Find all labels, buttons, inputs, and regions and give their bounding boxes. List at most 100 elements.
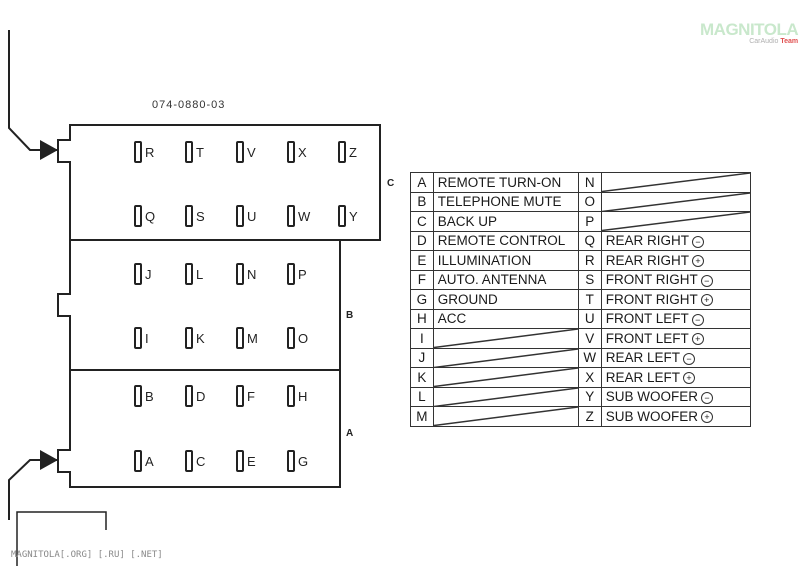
pin-label: W: [298, 208, 311, 224]
pin-e: E: [236, 450, 256, 472]
pin-c: C: [185, 450, 205, 472]
bottom-wire: [8, 459, 58, 520]
pin-slot: [287, 385, 295, 407]
pin-slot: [236, 263, 244, 285]
bottom-lead: [16, 511, 107, 566]
pin-function-left: REMOTE TURN-ON: [432, 172, 579, 193]
pin-letter-right: X: [577, 367, 602, 388]
pin-s: S: [185, 205, 205, 227]
pin-function-right-text: FRONT RIGHT: [605, 291, 698, 307]
connector-c-label: C: [387, 178, 395, 189]
pin-label: L: [196, 266, 204, 282]
pin-o: O: [287, 327, 308, 349]
part-number: 074-0880-03: [152, 99, 226, 111]
bottom-arrow-head: [40, 450, 58, 470]
pin-letter-left: I: [410, 328, 434, 349]
pin-b: B: [134, 385, 154, 407]
pin-letter-right: V: [577, 328, 602, 349]
pin-j: J: [134, 263, 152, 285]
pin-function-right-text: FRONT RIGHT: [605, 272, 698, 288]
pin-label: D: [196, 388, 206, 404]
pin-label: E: [247, 453, 256, 469]
connector-c-body: [57, 124, 381, 241]
pin-p: P: [287, 263, 307, 285]
footer-watermark: MAGNITOLA[.ORG] [.RU] [.NET]: [11, 550, 163, 560]
pin-z: Z: [338, 141, 357, 163]
pin-label: V: [247, 144, 256, 160]
pin-v: V: [236, 141, 256, 163]
negative-polarity-icon: −: [700, 274, 713, 287]
pin-u: U: [236, 205, 256, 227]
pin-letter-right: Y: [577, 386, 602, 407]
pin-function-left: [432, 367, 579, 388]
logo-sub-prefix: CarAudio: [749, 38, 781, 45]
pin-slot: [236, 327, 244, 349]
pin-function-right-text: REAR LEFT: [605, 350, 680, 366]
pin-letter-left: A: [410, 172, 434, 193]
pin-label: H: [298, 388, 308, 404]
positive-polarity-icon: +: [700, 411, 713, 424]
negative-polarity-icon: −: [691, 235, 704, 248]
pin-r: R: [134, 141, 154, 163]
pin-label: U: [247, 208, 257, 224]
positive-polarity-icon: +: [691, 333, 704, 346]
pin-g: G: [287, 450, 308, 472]
pin-label: O: [298, 330, 309, 346]
pin-t: T: [185, 141, 204, 163]
pin-letter-right: N: [577, 172, 602, 193]
logo-main: MAGNITOLA: [700, 20, 799, 39]
logo-sub-accent: Team: [780, 38, 799, 45]
pin-function-left: ILLUMINATION: [432, 250, 579, 271]
pin-label: J: [145, 266, 152, 282]
pin-slot: [134, 263, 142, 285]
pin-slot: [185, 327, 193, 349]
pin-slot: [236, 450, 244, 472]
pin-function-right: FRONT RIGHT+: [600, 289, 752, 310]
pin-q: Q: [134, 205, 155, 227]
pin-function-right-text: SUB WOOFER: [605, 389, 698, 405]
connector-a-label: A: [346, 428, 354, 439]
pin-function-right: REAR LEFT+: [600, 367, 752, 388]
pin-letter-right: S: [577, 269, 602, 290]
pin-letter-right: T: [577, 289, 602, 310]
pin-function-right: REAR LEFT−: [600, 347, 752, 368]
pin-label: M: [247, 330, 258, 346]
pin-letter-left: G: [410, 289, 434, 310]
pin-label: Z: [349, 144, 357, 160]
pin-slot: [134, 141, 142, 163]
pin-function-right-text: REAR LEFT: [605, 369, 680, 385]
pin-label: B: [145, 388, 154, 404]
pin-slot: [185, 385, 193, 407]
pin-f: F: [236, 385, 255, 407]
pin-slot: [287, 327, 295, 349]
pin-function-right: REAR RIGHT−: [600, 230, 752, 251]
pin-label: P: [298, 266, 307, 282]
pin-l: L: [185, 263, 203, 285]
top-arrow-head: [40, 140, 58, 160]
pin-function-left: TELEPHONE MUTE: [432, 191, 579, 212]
pin-letter-right: U: [577, 308, 602, 329]
connector-a-body: [57, 369, 341, 488]
pin-k: K: [185, 327, 205, 349]
pin-letter-left: H: [410, 308, 434, 329]
pin-function-left: [432, 347, 579, 368]
pin-function-left: [432, 328, 579, 349]
pin-function-right-text: REAR RIGHT: [605, 233, 689, 249]
negative-polarity-icon: −: [691, 313, 704, 326]
pin-label: G: [298, 453, 309, 469]
pin-slot: [134, 450, 142, 472]
pin-letter-left: M: [410, 406, 434, 427]
pin-label: N: [247, 266, 257, 282]
pin-label: Q: [145, 208, 156, 224]
pin-letter-right: R: [577, 250, 602, 271]
pin-i: I: [134, 327, 149, 349]
pin-label: T: [196, 144, 204, 160]
pin-letter-left: K: [410, 367, 434, 388]
pin-slot: [287, 263, 295, 285]
